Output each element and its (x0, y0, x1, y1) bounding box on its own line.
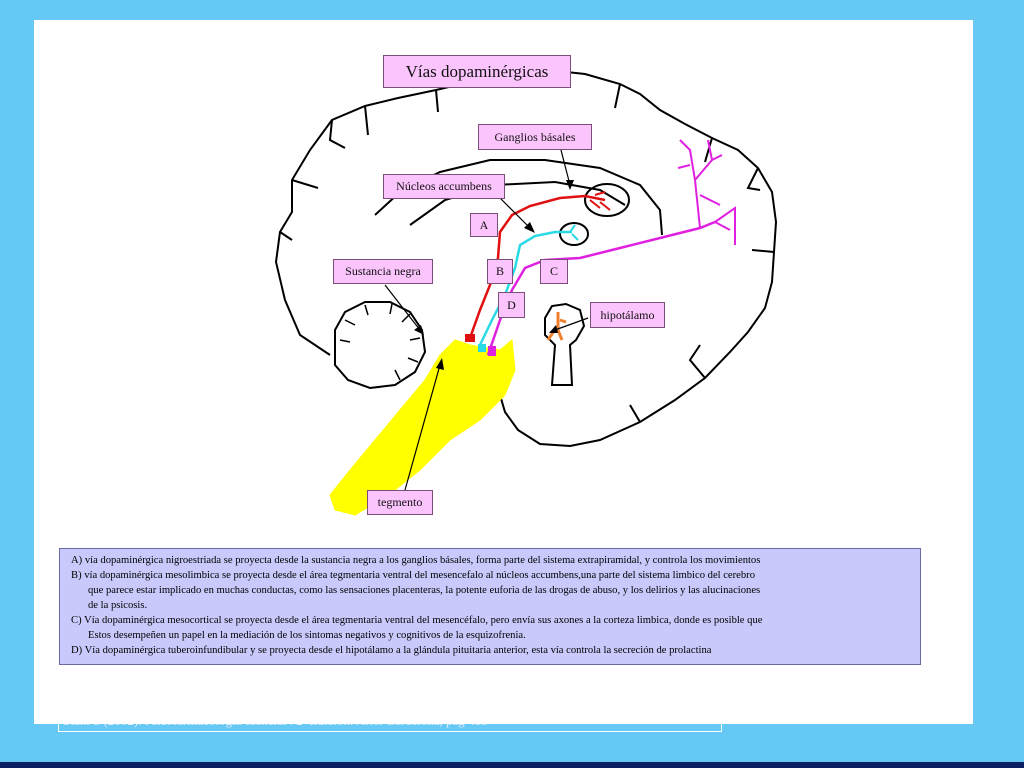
basal-ganglia-oval (584, 183, 630, 217)
label-d: D (498, 292, 525, 318)
label-a: A (470, 213, 498, 237)
legend-c-line-2: Estos desempeñen un papel en la mediació… (88, 630, 526, 641)
legend-item-a: A) vía dopaminérgica nigroestriada se pr… (71, 553, 912, 568)
legend-item-c: C) Vía dopaminérgica mesocortical se pro… (71, 613, 912, 643)
legend-box: A) vía dopaminérgica nigroestriada se pr… (59, 548, 921, 665)
diagram-title: Vías dopaminérgicas (383, 55, 571, 88)
label-b: B (487, 259, 513, 284)
label-sustancia-negra: Sustancia negra (333, 259, 433, 284)
legend-b-line-2: que parece estar implicado en muchas con… (88, 585, 761, 596)
pathway-a (468, 194, 606, 339)
pathway-c (486, 220, 716, 356)
label-c: C (540, 259, 568, 284)
legend-item-b: B) vía dopaminérgica mesolimbica se proy… (71, 568, 912, 613)
accumbens-oval (559, 222, 589, 246)
legend-b-line-1: B) vía dopaminérgica mesolimbica se proy… (71, 570, 755, 581)
label-nucleos-accumbens: Núcleos accumbens (383, 174, 505, 199)
pathway-b (478, 230, 572, 346)
cerebellum (334, 301, 427, 390)
bottom-bar (0, 762, 1024, 768)
pathway-d (546, 312, 567, 341)
legend-b-line-3: de la psicosis. (88, 600, 148, 611)
legend-item-d: D) Vía dopaminérgica tuberoinfundibular … (71, 643, 912, 658)
legend-d-line-1: D) Vía dopaminérgica tuberoinfundibular … (71, 645, 712, 656)
label-hipotalamo: hipotálamo (590, 302, 665, 328)
hypothalamus-shape (544, 302, 586, 386)
label-ganglios-basales: Ganglios básales (478, 124, 592, 150)
label-tegmento: tegmento (367, 490, 433, 515)
brain-outline (274, 68, 778, 448)
legend-c-line-1: C) Vía dopaminérgica mesocortical se pro… (71, 615, 763, 626)
legend-a-line-1: A) vía dopaminérgica nigroestriada se pr… (71, 555, 761, 566)
